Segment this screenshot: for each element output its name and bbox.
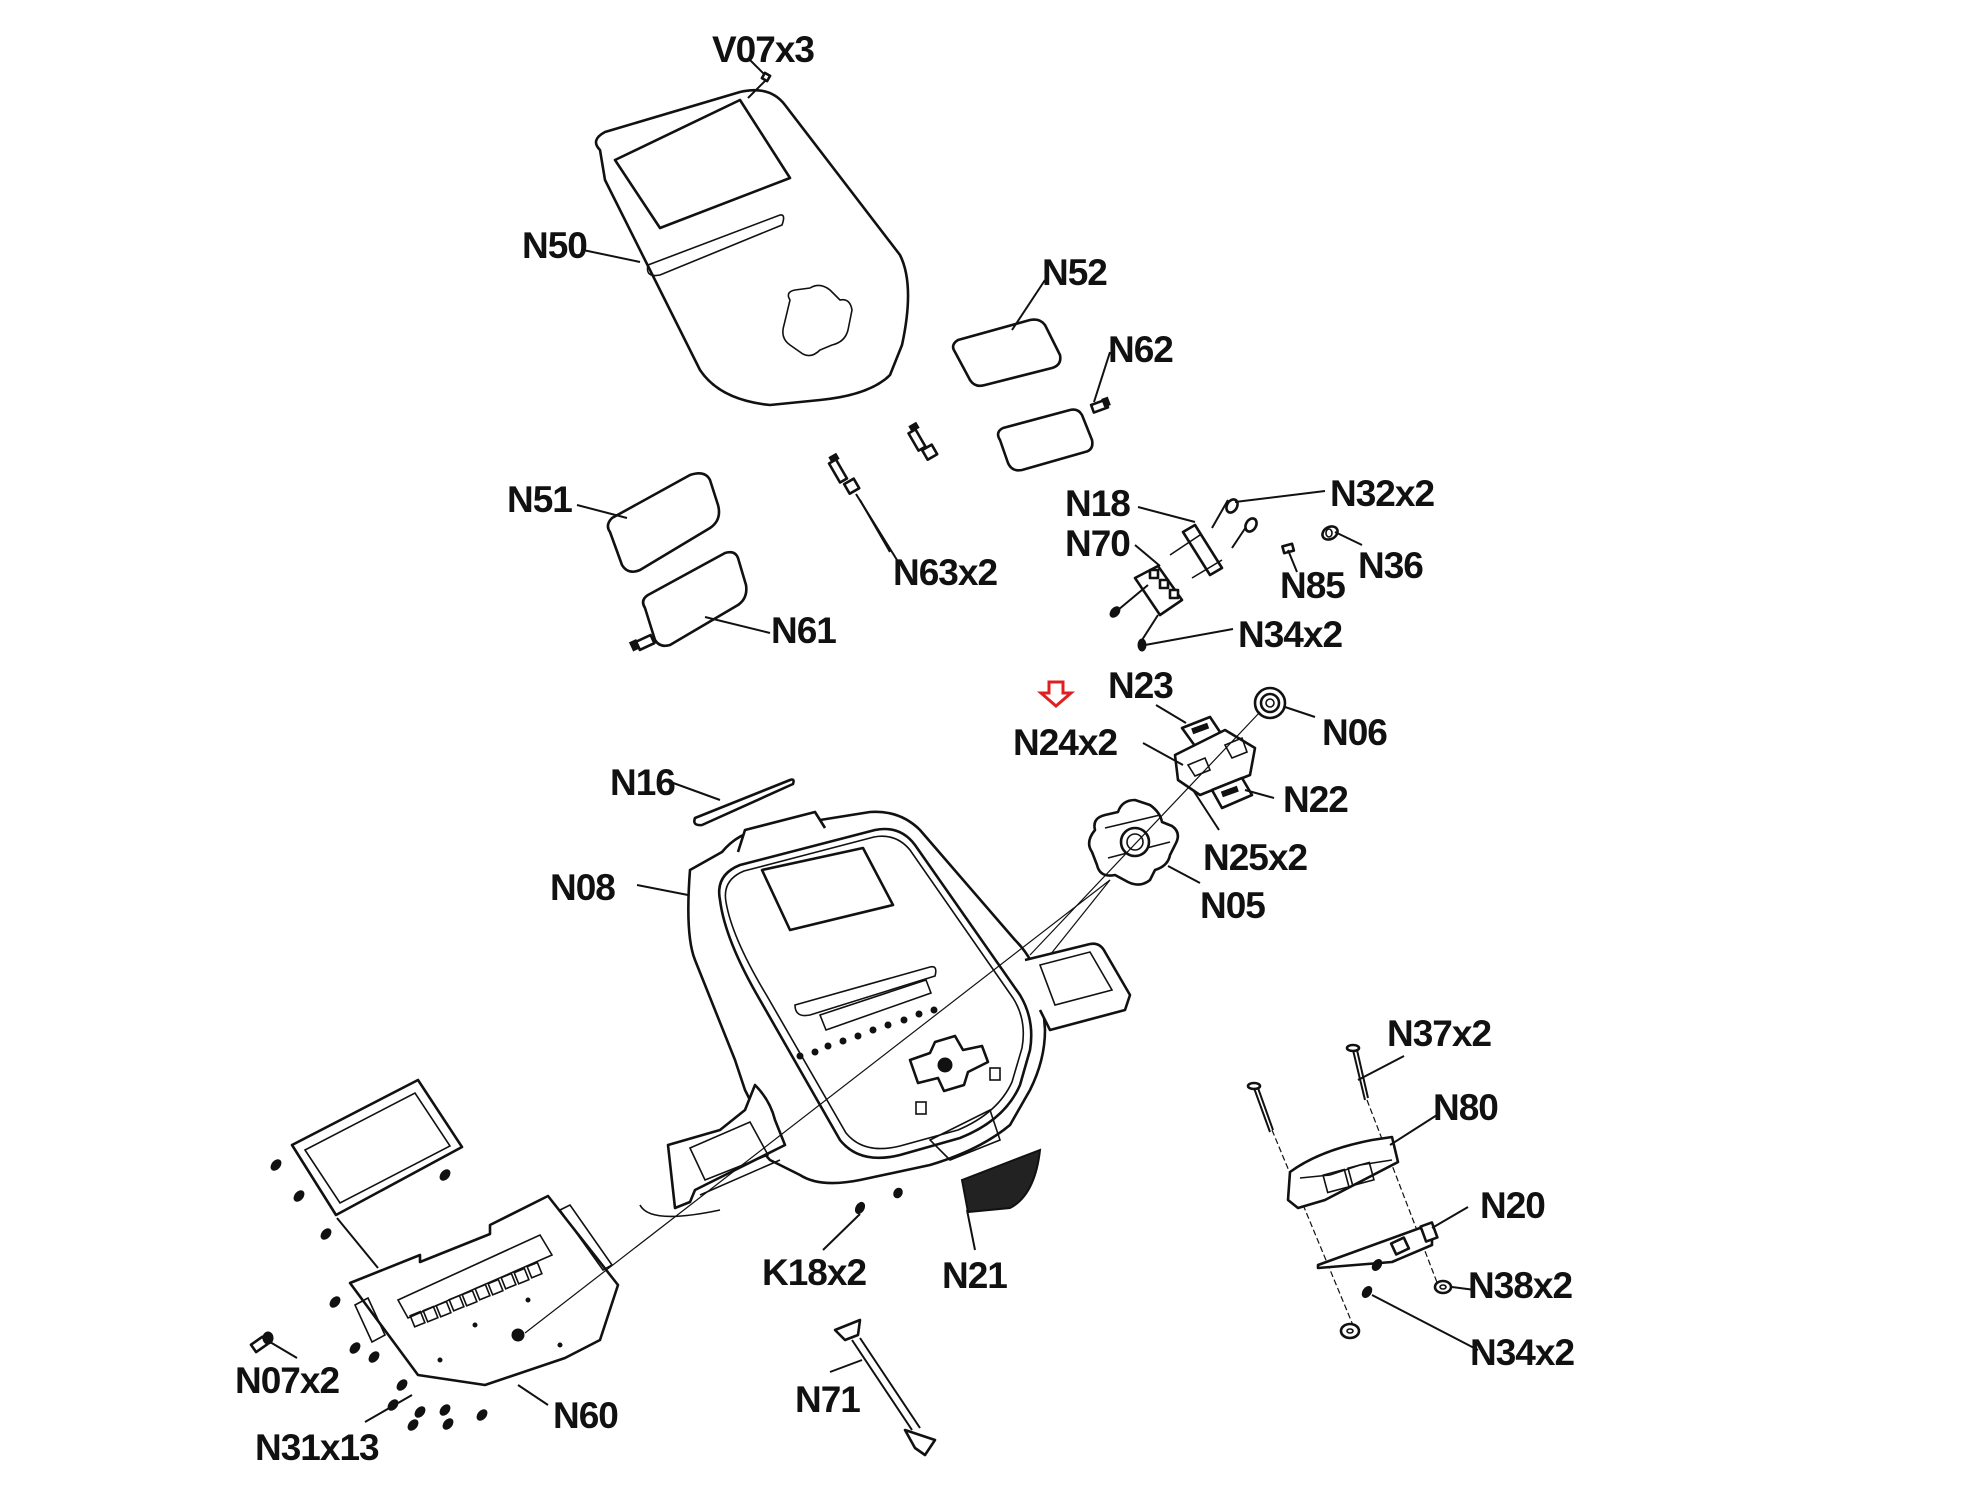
part-n22 [1210, 776, 1254, 810]
part-lcd-frame [270, 1078, 464, 1269]
label-n85: N85 [1280, 565, 1345, 606]
label-n08: N08 [550, 867, 615, 908]
label-n61: N61 [771, 610, 836, 651]
part-n70-module [1109, 564, 1184, 618]
label-n36: N36 [1358, 545, 1423, 586]
label-n51: N51 [507, 479, 572, 520]
label-n22: N22 [1283, 779, 1348, 820]
part-v07-screw [747, 71, 772, 99]
part-n50-overlay [594, 88, 910, 407]
label-n16: N16 [610, 762, 675, 803]
part-n21-grille [960, 1148, 1042, 1214]
part-n07-knob [249, 1331, 274, 1354]
label-n70: N70 [1065, 523, 1130, 564]
label-n63: N63x2 [893, 552, 997, 593]
frame-screws [270, 1159, 451, 1240]
part-n06-cap [1253, 686, 1287, 720]
label-n62: N62 [1108, 329, 1173, 370]
part-n61 [628, 550, 748, 652]
part-n38-washers [1339, 1279, 1453, 1340]
part-n51 [606, 472, 721, 573]
part-n18-bracket [1169, 523, 1224, 579]
label-n18: N18 [1065, 483, 1130, 524]
part-labels: V07x3 N50 N52 N62 N51 N61 N63x2 N18 N70 … [235, 29, 1575, 1468]
highlight-arrow-icon [1036, 680, 1076, 708]
label-n34-top: N34x2 [1238, 614, 1342, 655]
part-n08-console [639, 810, 1132, 1218]
part-n36 [1321, 525, 1339, 541]
label-n23: N23 [1108, 665, 1173, 706]
leader-lines [269, 59, 1479, 1423]
part-n16-trim [693, 778, 795, 827]
part-n80-block [1286, 1135, 1400, 1210]
label-k18: K18x2 [762, 1252, 866, 1293]
part-n20-bracket [1316, 1221, 1439, 1270]
part-n60-pcb [348, 879, 1111, 1387]
label-n52: N52 [1042, 252, 1107, 293]
console-key-dots [796, 1006, 938, 1060]
part-n52 [951, 318, 1062, 388]
label-n07: N07x2 [235, 1360, 339, 1401]
label-n05: N05 [1200, 885, 1265, 926]
label-n50: N50 [522, 225, 587, 266]
part-n34-screws-bottom [1361, 1259, 1383, 1298]
label-n25: N25x2 [1203, 837, 1307, 878]
label-n37: N37x2 [1387, 1013, 1491, 1054]
part-n34-screw-top [1137, 614, 1159, 652]
label-n32: N32x2 [1330, 473, 1434, 514]
label-n24: N24x2 [1013, 722, 1117, 763]
part-n24-n25-hub [1173, 728, 1257, 797]
label-n31: N31x13 [255, 1427, 379, 1468]
label-v07: V07x3 [712, 29, 814, 70]
label-n71: N71 [795, 1379, 860, 1420]
label-n06: N06 [1322, 712, 1387, 753]
part-n32-screws [1211, 498, 1258, 549]
part-n62 [996, 396, 1111, 472]
part-n37-bolts [1246, 1043, 1439, 1331]
label-n60: N60 [553, 1395, 618, 1436]
label-n34-bottom: N34x2 [1470, 1332, 1574, 1373]
label-n38: N38x2 [1468, 1265, 1572, 1306]
part-n31-screws [329, 1296, 488, 1431]
part-k18-screws [854, 1187, 903, 1215]
pcb-buttons [409, 1261, 543, 1328]
part-n71-cable [833, 1318, 937, 1457]
label-n80: N80 [1433, 1087, 1498, 1128]
label-n20: N20 [1480, 1185, 1545, 1226]
part-n05-knob [1087, 798, 1180, 886]
label-n21: N21 [942, 1255, 1007, 1296]
